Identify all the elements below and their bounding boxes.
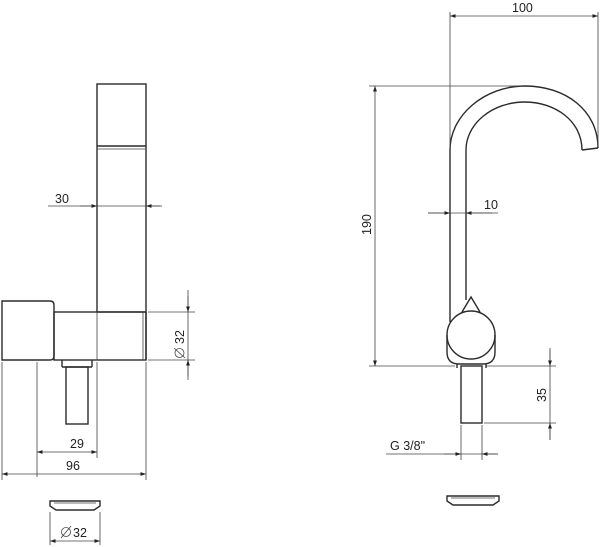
dim-shank-length: 35	[535, 388, 549, 402]
body-housing	[446, 335, 496, 365]
spout-inner	[465, 101, 583, 300]
side-view: 100 190 10 35 G 3/8"	[360, 1, 599, 506]
diameter-icon	[174, 348, 185, 358]
dim-body-diameter: 32	[173, 330, 187, 344]
handle-stem	[96, 83, 147, 313]
body-cylinder	[53, 311, 147, 361]
dim-total-height: 190	[360, 214, 374, 235]
dim-spout-reach: 100	[512, 1, 533, 15]
dim-shank-offset: 29	[70, 437, 84, 451]
side-cap	[1, 300, 55, 361]
diameter-icon-base	[61, 527, 71, 537]
dim-thread: G 3/8"	[390, 439, 425, 453]
dim-base-diameter: 32	[73, 526, 87, 540]
shank-side	[460, 365, 483, 424]
spout-outer	[449, 85, 599, 322]
base-plate	[49, 500, 101, 511]
shank	[65, 366, 89, 425]
spout-tip	[581, 147, 599, 151]
dim-spout-thickness: 10	[484, 198, 498, 212]
body-disc	[446, 310, 496, 360]
front-view: 30 32 29 96 32	[1, 83, 195, 545]
dim-body-length: 96	[66, 459, 80, 473]
lever	[461, 295, 481, 313]
dim-stem-width: 30	[55, 192, 69, 206]
base-plate-side	[446, 495, 500, 506]
